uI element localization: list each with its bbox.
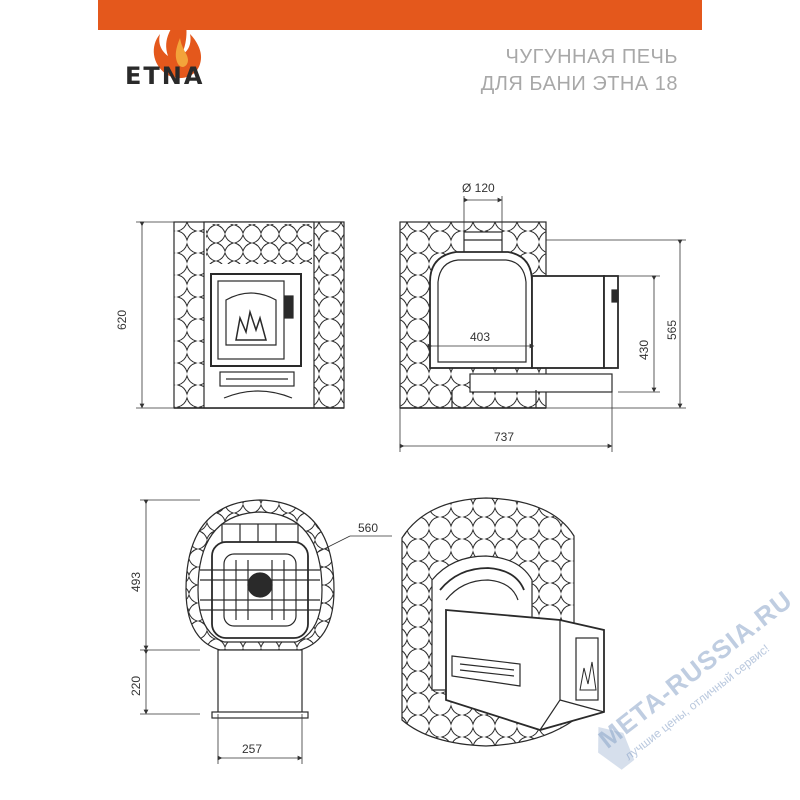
title-line-1: ЧУГУННАЯ ПЕЧЬ <box>505 46 678 68</box>
label-side-width: 737 <box>494 430 514 444</box>
watermark-site: META-RUSSIA.RU <box>593 584 799 754</box>
watermark: META-RUSSIA.RU лучшие цены, отличный сер… <box>593 584 799 763</box>
dim-door-height <box>546 239 686 409</box>
label-front-height: 620 <box>115 310 129 330</box>
side-view <box>399 221 619 409</box>
dim-side-width <box>399 392 613 452</box>
isometric-view <box>401 497 605 747</box>
label-tunnel-length: 220 <box>129 676 143 696</box>
label-flue-diameter: Ø 120 <box>462 181 495 195</box>
flame-icon <box>153 10 202 79</box>
front-view <box>173 221 345 409</box>
label-top-width: 560 <box>358 521 378 535</box>
dim-top <box>140 499 392 764</box>
shield-icon <box>598 727 635 770</box>
dim-flue <box>463 196 503 232</box>
label-tunnel-width: 257 <box>242 742 262 756</box>
label-side-height: 565 <box>665 320 679 340</box>
top-view <box>185 499 335 719</box>
label-door-height: 430 <box>637 340 651 360</box>
page-title: ЧУГУННАЯ ПЕЧЬ ДЛЯ БАНИ ЭТНА 18 <box>481 44 678 98</box>
header-accent-bar <box>98 0 702 30</box>
dim-front-height <box>136 221 174 409</box>
brand-logo-text: ETNA <box>125 62 205 90</box>
title-line-2: ДЛЯ БАНИ ЭТНА 18 <box>480 73 678 95</box>
label-tank-length: 403 <box>470 330 490 344</box>
label-top-depth: 493 <box>129 572 143 592</box>
